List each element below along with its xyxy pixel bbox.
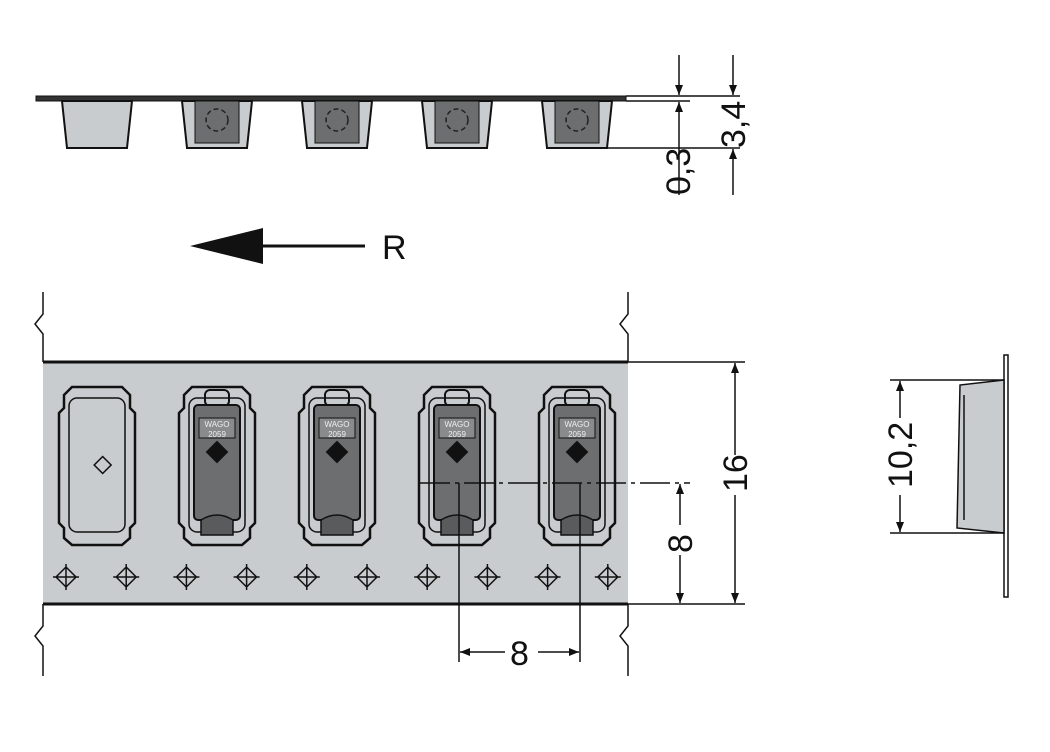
sprocket-hole xyxy=(113,564,140,590)
pocket-profile xyxy=(60,100,134,149)
dimension-thickness xyxy=(600,55,740,195)
component-label xyxy=(198,417,236,439)
part-text: 2059 xyxy=(448,430,466,439)
pocket-side xyxy=(60,100,134,149)
sprocket-hole xyxy=(354,564,380,590)
direction-label: R xyxy=(382,229,407,267)
sprocket-hole-mark xyxy=(293,564,320,590)
dimension-label-pitch: 8 xyxy=(510,635,529,673)
sprocket-hole xyxy=(474,564,501,590)
sprocket-hole xyxy=(534,564,561,590)
sprocket-hole-mark xyxy=(233,564,260,590)
diamond-mark xyxy=(93,455,113,475)
dimension-label-thickness: 0,3 xyxy=(660,148,698,195)
wago-diamond-icon xyxy=(325,440,349,464)
sprocket-hole xyxy=(414,564,441,590)
component-profile xyxy=(434,100,480,144)
brand-text: WAGO xyxy=(204,420,229,429)
part-text: 2059 xyxy=(328,430,346,439)
pocket-side xyxy=(540,100,614,149)
component-actuator xyxy=(440,514,474,536)
component-profile xyxy=(314,100,360,144)
pocket-side xyxy=(300,100,374,149)
sprocket-hole xyxy=(293,564,320,590)
dimension-label-offset: 8 xyxy=(662,534,700,553)
pocket xyxy=(57,385,137,547)
component-label xyxy=(558,417,596,439)
sprocket-hole-mark xyxy=(113,564,140,590)
component-actuator xyxy=(560,514,594,536)
pocket-side xyxy=(180,100,254,149)
dimension-label-tape-width: 16 xyxy=(717,454,755,492)
sprocket-hole-mark xyxy=(534,564,561,590)
component-actuator xyxy=(320,514,354,536)
pocket-inner xyxy=(68,397,126,533)
tape-side-view xyxy=(35,95,627,149)
component-label xyxy=(438,417,476,439)
dimension-label-side-width: 10,2 xyxy=(882,422,920,488)
part-text: 2059 xyxy=(208,430,226,439)
component-label xyxy=(318,417,356,439)
component-contact xyxy=(325,108,349,132)
sprocket-hole xyxy=(233,564,260,590)
component-profile xyxy=(194,100,240,144)
sprocket-hole-mark xyxy=(594,564,621,590)
dimension-label-height: 3,4 xyxy=(715,101,753,148)
sprocket-hole-mark xyxy=(354,564,380,590)
sprocket-hole-mark xyxy=(414,564,441,590)
pocket-outline xyxy=(57,385,137,547)
dimension-pitch xyxy=(420,361,745,662)
component-contact xyxy=(445,108,469,132)
component-contact xyxy=(205,108,229,132)
component-profile xyxy=(554,100,600,144)
feed-direction-arrow xyxy=(190,228,365,264)
wago-diamond-icon xyxy=(565,440,589,464)
sprocket-hole-mark xyxy=(474,564,501,590)
wago-diamond-icon xyxy=(445,440,469,464)
sprocket-hole-mark xyxy=(173,564,200,590)
component-actuator xyxy=(200,514,234,536)
brand-text: WAGO xyxy=(564,420,589,429)
part-text: 2059 xyxy=(568,430,586,439)
brand-text: WAGO xyxy=(444,420,469,429)
brand-text: WAGO xyxy=(324,420,349,429)
sprocket-hole-mark xyxy=(53,564,79,590)
pocket-side xyxy=(420,100,494,149)
component-contact xyxy=(565,108,589,132)
sprocket-hole xyxy=(594,564,621,590)
sprocket-hole xyxy=(173,564,200,590)
sprocket-hole xyxy=(53,564,79,590)
tape-end-view xyxy=(890,354,1009,598)
